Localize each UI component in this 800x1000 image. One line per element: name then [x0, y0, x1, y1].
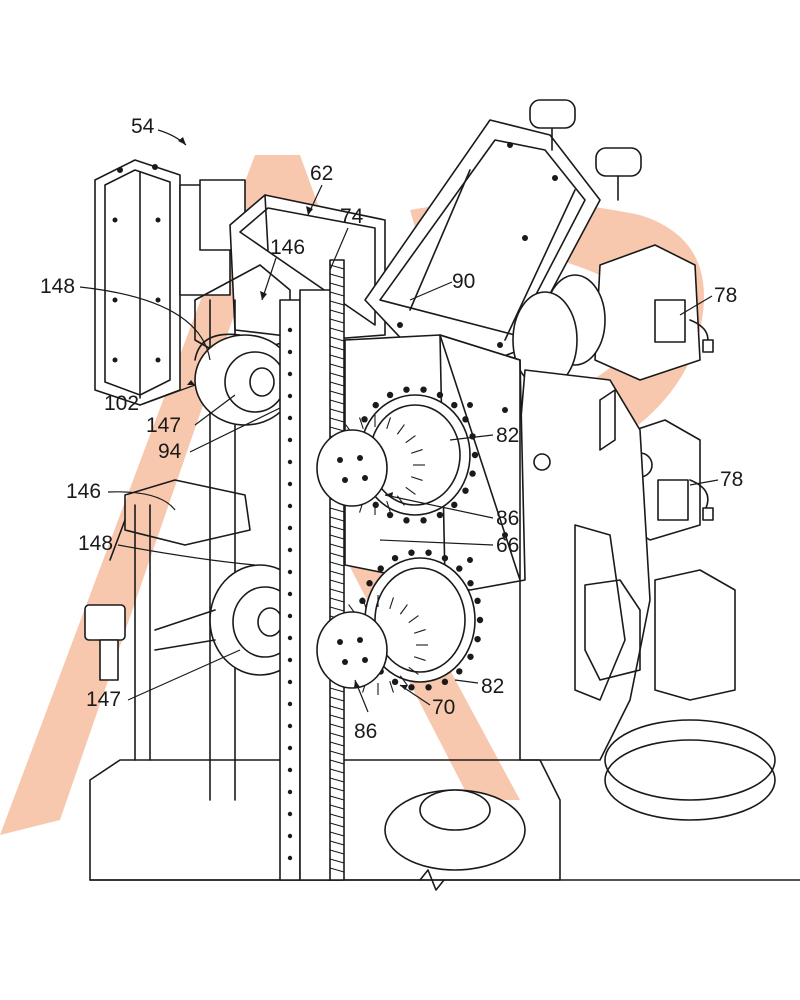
ring-bolt — [361, 416, 367, 422]
rack-hole — [288, 592, 292, 596]
label-102: 102 — [104, 392, 139, 415]
rack-hole — [288, 614, 292, 618]
rack-hole — [288, 834, 292, 838]
label-146b: 146 — [66, 480, 101, 503]
ring-bolt — [477, 617, 483, 623]
label-66: 66 — [496, 534, 519, 557]
label-86a: 86 — [496, 507, 519, 530]
vertical-rack-74 — [280, 260, 344, 880]
label-147b: 147 — [86, 688, 121, 711]
rack-hole — [288, 548, 292, 552]
rack-hole — [288, 504, 292, 508]
ring-bolt — [403, 517, 409, 523]
ring-bolt — [437, 392, 443, 398]
ring-bolt — [366, 580, 372, 586]
label-54: 54 — [131, 115, 155, 138]
rack-hole — [288, 570, 292, 574]
ring-bolt — [392, 555, 398, 561]
rack-hole — [288, 790, 292, 794]
ring-bolt — [469, 470, 475, 476]
label-148a: 148 — [40, 275, 75, 298]
label-146a: 146 — [270, 236, 305, 259]
rack-hole — [288, 350, 292, 354]
ring-bolt — [442, 555, 448, 561]
ring-bolt — [474, 636, 480, 642]
label-70: 70 — [432, 696, 455, 719]
label-82a: 82 — [496, 424, 519, 447]
rack-hole — [288, 702, 292, 706]
ring-bolt — [451, 502, 457, 508]
ring-bolt — [442, 679, 448, 685]
label-147a: 147 — [146, 414, 181, 437]
ring-bolt — [378, 565, 384, 571]
ring-bolt — [425, 684, 431, 690]
rack-hole — [288, 658, 292, 662]
rack-hole — [288, 680, 292, 684]
ring-bolt — [420, 517, 426, 523]
rack-hole — [288, 526, 292, 530]
rack-hole — [288, 460, 292, 464]
ring-bolt — [373, 402, 379, 408]
label-78b: 78 — [720, 468, 743, 491]
rack-hole — [288, 636, 292, 640]
rack-hole — [288, 724, 292, 728]
rack-hole — [288, 372, 292, 376]
label-82b: 82 — [481, 675, 504, 698]
ring-bolt — [373, 502, 379, 508]
label-74: 74 — [340, 205, 364, 228]
ring-bolt — [425, 549, 431, 555]
rack-hole — [288, 394, 292, 398]
label-78a: 78 — [714, 284, 737, 307]
ring-bolt — [474, 598, 480, 604]
label-86b: 86 — [354, 720, 377, 743]
ring-bolt — [392, 679, 398, 685]
rack-hole — [288, 328, 292, 332]
ring-bolt — [451, 402, 457, 408]
rack-hole — [288, 416, 292, 420]
ring-bolt — [462, 416, 468, 422]
right-frame — [520, 370, 650, 760]
ring-bolt — [387, 392, 393, 398]
rack-hole — [288, 438, 292, 442]
ring-bolt — [408, 549, 414, 555]
rack-hole — [288, 812, 292, 816]
label-62: 62 — [310, 162, 333, 185]
ring-bolt — [408, 684, 414, 690]
ring-bolt — [437, 512, 443, 518]
rack-hole — [288, 482, 292, 486]
ring-bolt — [387, 512, 393, 518]
ring-bolt — [456, 565, 462, 571]
ring-bolt — [467, 654, 473, 660]
ring-bolt — [467, 580, 473, 586]
label-148b: 148 — [78, 532, 113, 555]
ring-bolt — [462, 487, 468, 493]
rack-hole — [288, 746, 292, 750]
label-94: 94 — [158, 440, 182, 463]
ring-bolt — [469, 433, 475, 439]
ring-bolt — [403, 386, 409, 392]
rack-hole — [288, 768, 292, 772]
ring-bolt — [420, 386, 426, 392]
label-90: 90 — [452, 270, 475, 293]
rack-hole — [288, 856, 292, 860]
ring-bolt — [472, 452, 478, 458]
ring-bolt — [456, 668, 462, 674]
